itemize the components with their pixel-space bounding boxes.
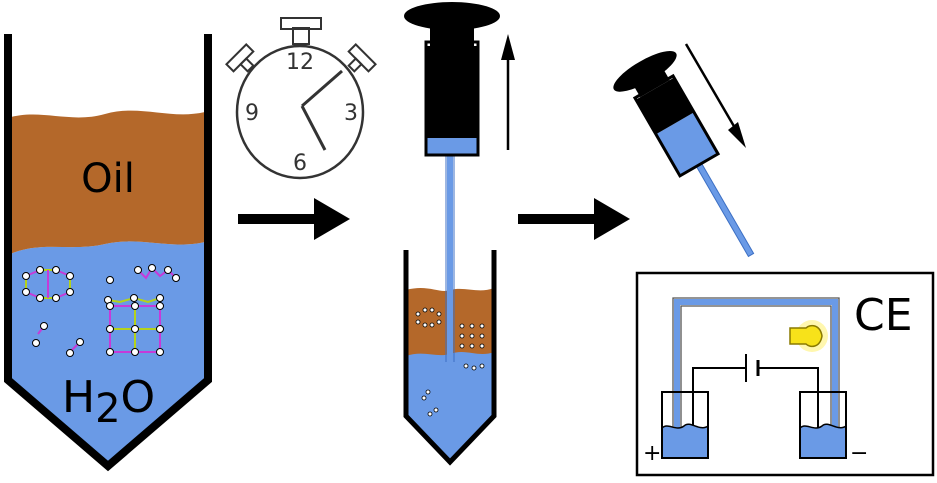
vertical-syringe (404, 2, 500, 372)
large-tube: Oil H2O (4, 34, 212, 472)
stopwatch-left-button (225, 43, 255, 73)
syringe-plunger-body (426, 46, 478, 138)
small-tube (403, 250, 497, 466)
tilted-syringe-plunger (635, 77, 695, 135)
stopwatch-right-button (347, 43, 377, 73)
tilted-syringe (613, 50, 755, 258)
light-bulb (789, 324, 823, 348)
molecule-cluster-left (22, 266, 74, 302)
oil-label: Oil (81, 156, 135, 202)
battery-circuit (692, 354, 819, 430)
right-vial (799, 391, 847, 459)
small-tube-outline (403, 250, 497, 466)
hour-hand (300, 105, 327, 151)
clock-number-9: 9 (245, 101, 259, 126)
small-tube-water (406, 352, 494, 460)
ce-instrument: CE + − (635, 271, 935, 477)
clock-number-3: 3 (344, 101, 358, 126)
down-arrow (684, 43, 746, 148)
stopwatch: 12 3 6 9 (225, 17, 377, 180)
process-arrow-1 (238, 198, 350, 240)
small-tube-molecules (415, 307, 485, 417)
minute-hand (301, 69, 343, 108)
tilted-syringe-cap (613, 50, 677, 92)
ce-label: CE (854, 290, 913, 341)
capillary (674, 299, 838, 430)
plus-electrode-label: + (643, 441, 661, 466)
clock-number-12: 12 (286, 50, 314, 75)
molecule-fragments (32, 322, 84, 357)
minus-electrode-label: − (850, 441, 868, 466)
clock-number-6: 6 (293, 151, 307, 176)
oil-layer (8, 110, 205, 255)
molecule-cluster-right (104, 264, 180, 356)
stopwatch-stem (292, 27, 310, 45)
left-vial (661, 391, 709, 459)
water-label: H2O (62, 372, 155, 432)
syringe-barrel-fill (426, 138, 478, 155)
large-tube-outline (4, 34, 212, 472)
stopwatch-crown (280, 17, 322, 30)
tilted-syringe-needle (694, 160, 755, 258)
up-arrow (501, 34, 515, 150)
process-arrow-2 (518, 198, 630, 240)
syringe-plunger-cap (404, 2, 500, 30)
